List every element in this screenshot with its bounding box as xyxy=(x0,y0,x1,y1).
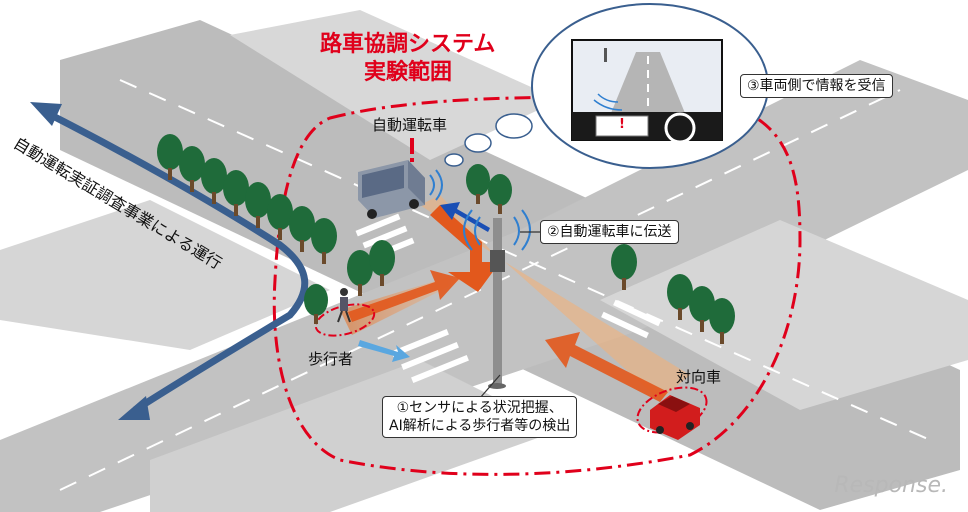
label-pedestrian: 歩行者 xyxy=(308,350,354,368)
tree-cluster-center xyxy=(304,164,512,324)
route-arrowhead-bottom xyxy=(118,396,150,420)
step2-box: ②自動運転車に伝送 xyxy=(540,220,679,244)
autonomous-car-vehicle xyxy=(358,160,443,219)
arrow-pedestrian-walk xyxy=(358,340,410,362)
label-oncoming-car: 対向車 xyxy=(676,368,722,386)
tree-row-west xyxy=(157,134,337,264)
beam-to-pedestrian xyxy=(340,262,498,335)
arrow-data-to-car xyxy=(440,202,490,232)
diagram-title-line1: 路車協調システム xyxy=(320,32,496,57)
sensor-pole xyxy=(463,209,531,389)
step1-line2: AI解析による歩行者等の検出 xyxy=(389,418,571,434)
step1-line1: ①センサによる状況把握、 xyxy=(396,400,563,416)
arrow-pedestrian-direction xyxy=(348,270,460,322)
beam-to-oncoming-car xyxy=(505,262,690,400)
diagram-title-line2: 実験範囲 xyxy=(364,60,453,85)
route-arrowhead-top xyxy=(30,102,62,126)
sidewalk-west xyxy=(0,200,330,350)
screen-alert-mark: ! xyxy=(619,117,625,132)
sidewalk-east xyxy=(600,220,968,410)
arrow-oncoming-car xyxy=(545,332,668,402)
watermark-logo: Response. xyxy=(834,473,948,498)
step3-box: ③車両側で情報を受信 xyxy=(740,74,893,98)
step1-box: ①センサによる状況把握、 AI解析による歩行者等の検出 xyxy=(382,396,578,438)
crosswalk-south xyxy=(391,328,469,384)
tree-cluster-east xyxy=(611,244,735,344)
oncoming-car-vehicle xyxy=(650,395,700,440)
arrow-car-turn xyxy=(430,205,500,292)
label-autonomous-car: 自動運転車 xyxy=(372,116,448,134)
in-car-view-bubble xyxy=(444,3,769,169)
alert-marker-car xyxy=(410,138,414,162)
crosswalk-east xyxy=(601,299,661,339)
sidewalk-north xyxy=(230,10,560,160)
sensor-label-leader xyxy=(479,374,501,399)
pedestrian-highlight xyxy=(314,303,376,337)
route-arrow xyxy=(43,108,309,413)
pedestrian-figure xyxy=(337,288,351,323)
